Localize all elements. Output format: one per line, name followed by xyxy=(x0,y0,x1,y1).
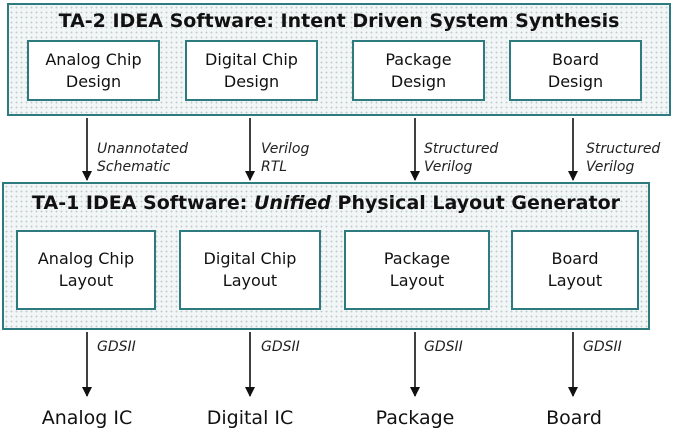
output-package: Package xyxy=(375,407,455,429)
output-analog-ic: Analog IC xyxy=(41,407,133,429)
edge-label-line1: Verilog xyxy=(261,141,310,157)
ta2-panel-title: TA-2 IDEA Software: Intent Driven System… xyxy=(58,10,620,32)
analog-chip-design-line1: Analog Chip xyxy=(45,49,142,69)
digital-chip-design-line2: Design xyxy=(223,71,280,91)
edge-label-line1: Structured xyxy=(424,141,499,157)
output-board: Board xyxy=(546,407,602,429)
digital-chip-design-line1: Digital Chip xyxy=(205,49,298,69)
edge-label-verilog-rtl: Verilog RTL xyxy=(261,140,309,176)
edge-label-line1: Structured xyxy=(586,141,661,157)
ta2-panel: TA-2 IDEA Software: Intent Driven System… xyxy=(7,3,671,116)
analog-chip-design-box[interactable]: Analog Chip Design xyxy=(27,40,160,101)
board-layout-line1: Board xyxy=(551,249,599,268)
gdsii-label-board: GDSII xyxy=(583,339,622,355)
edge-label-line1: Unannotated xyxy=(97,141,189,157)
board-layout-line2: Layout xyxy=(547,271,603,290)
edge-label-line2: RTL xyxy=(261,159,288,175)
digital-chip-layout-box[interactable]: Digital Chip Layout xyxy=(179,230,321,310)
edge-label-line2: Verilog xyxy=(586,159,635,175)
analog-chip-design-line2: Design xyxy=(65,71,122,91)
edge-label-line2: Verilog xyxy=(424,159,473,175)
analog-chip-layout-box[interactable]: Analog Chip Layout xyxy=(16,230,156,310)
edge-label-structured-verilog-package: Structured Verilog xyxy=(424,140,498,176)
ta1-panel: TA-1 IDEA Software: Unified Physical Lay… xyxy=(2,182,650,330)
analog-chip-layout-line2: Layout xyxy=(58,271,114,290)
board-design-line2: Design xyxy=(547,71,604,91)
board-design-line1: Board xyxy=(551,49,600,69)
gdsii-label-analog: GDSII xyxy=(97,339,136,355)
ta1-title-suffix: Physical Layout Generator xyxy=(330,192,620,214)
package-layout-line1: Package xyxy=(383,249,451,268)
gdsii-label-digital: GDSII xyxy=(261,339,300,355)
package-layout-line2: Layout xyxy=(389,271,445,290)
package-design-box[interactable]: Package Design xyxy=(352,40,485,101)
digital-chip-design-box[interactable]: Digital Chip Design xyxy=(185,40,318,101)
edge-label-unannotated-schematic: Unannotated Schematic xyxy=(97,140,188,176)
package-layout-box[interactable]: Package Layout xyxy=(344,230,490,310)
ta1-title-prefix: TA-1 IDEA Software: xyxy=(32,192,254,214)
edge-label-structured-verilog-board: Structured Verilog xyxy=(586,140,660,176)
analog-chip-layout-line1: Analog Chip xyxy=(37,249,135,268)
digital-chip-layout-line2: Layout xyxy=(222,271,278,290)
gdsii-label-package: GDSII xyxy=(424,339,463,355)
board-layout-box[interactable]: Board Layout xyxy=(511,230,639,310)
package-design-line1: Package xyxy=(385,49,452,69)
package-design-line2: Design xyxy=(390,71,447,91)
edge-label-line2: Schematic xyxy=(97,159,171,175)
digital-chip-layout-line1: Digital Chip xyxy=(203,249,297,268)
ta1-panel-title: TA-1 IDEA Software: Unified Physical Lay… xyxy=(4,192,648,214)
ta1-title-emphasis: Unified xyxy=(253,192,331,214)
board-design-box[interactable]: Board Design xyxy=(509,40,642,101)
output-digital-ic: Digital IC xyxy=(206,407,294,429)
